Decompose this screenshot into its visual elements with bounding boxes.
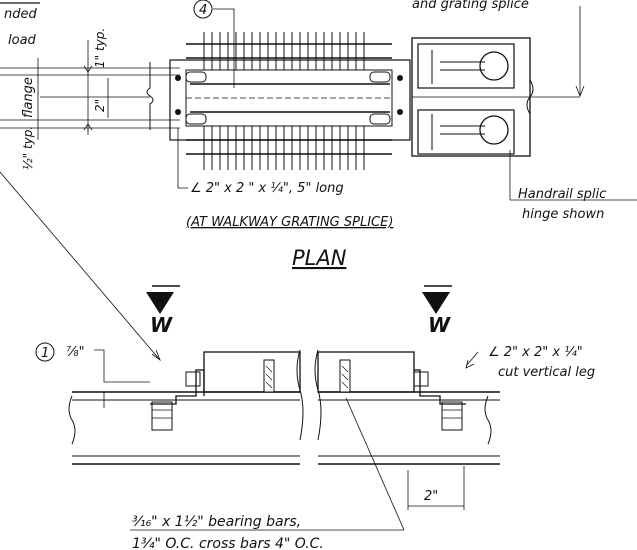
spacing-2in-label: 2" (93, 99, 107, 112)
plan-view: 4 (0, 0, 637, 362)
legend-text-top: nded (4, 7, 37, 22)
bearing-bars-note: ³⁄₁₆" x 1½" bearing bars, (132, 514, 301, 530)
hatch (265, 365, 273, 389)
section-mark-label-left: W (150, 313, 173, 337)
typ-spacing-label: 1" typ. (93, 28, 107, 68)
cross-bars-note: 1³⁄₄" O.C. cross bars 4" O.C. (132, 536, 324, 550)
bolt-head (369, 113, 391, 125)
leader-line (177, 128, 188, 189)
flange-label: flange (21, 77, 36, 118)
angle-clip-right (414, 369, 466, 405)
splice-bolts (175, 75, 403, 115)
grating-block-right (317, 351, 415, 393)
grating-splice-caption: (AT WALKWAY GRATING SPLICE) (186, 215, 393, 230)
callout-4-circle (193, 0, 213, 19)
leader-arrow (575, 85, 585, 98)
handrail-note-line2: hinge shown (522, 207, 604, 222)
hatch (341, 365, 349, 389)
grating-block-left (203, 351, 301, 393)
dimension-seven-eighths: ⅞" (66, 345, 85, 360)
handrail-note-line1: Handrail splic (518, 187, 606, 202)
leader-line (345, 397, 405, 531)
angle-elevation-note-line2: cut vertical leg (498, 365, 595, 380)
diagonal-leader (0, 171, 161, 361)
bolt-shank-left (151, 401, 173, 431)
dimension-arrow (83, 65, 93, 73)
callout-4-text: 4 (199, 3, 207, 18)
bolt-nut-left (185, 371, 201, 387)
cross-bar-right (339, 359, 351, 393)
angle-clip-left (150, 369, 205, 405)
break-line (484, 395, 492, 445)
leader-arrow (465, 359, 475, 369)
bolt-head (369, 71, 391, 83)
dimension-2in-bottom: 2" (424, 489, 438, 504)
callout-1-text: 1 (41, 346, 49, 361)
handrail-splice (411, 37, 580, 157)
top-right-note: and grating splice (412, 0, 529, 12)
section-mark-arrow-right (422, 292, 450, 314)
elevation-view: 1 (35, 285, 500, 531)
angle-plan-note: ∠ 2" x 2 " x ¼", 5" long (190, 181, 344, 196)
section-mark-label-right: W (428, 313, 451, 337)
bolt-nut-right (413, 371, 429, 387)
leader-line (213, 8, 235, 88)
typ-half-inch-label: ½" typ. (21, 126, 35, 170)
leader-arrow (151, 349, 161, 362)
cross-bar-left (263, 359, 275, 393)
bolt-head (185, 71, 207, 83)
bolt-head (185, 113, 207, 125)
break-line (146, 62, 154, 130)
cross-bars (186, 43, 392, 155)
section-mark-arrow-left (146, 292, 174, 314)
plan-title: PLAN (292, 246, 347, 270)
dimension-arrow (83, 123, 93, 131)
callout-1-circle (35, 342, 55, 362)
leader-line (465, 351, 479, 367)
dimension-leader (94, 349, 150, 383)
bolt-shank-right (441, 401, 463, 431)
legend-text-load: load (8, 33, 37, 48)
angle-elevation-note-line1: ∠ 2" x 2" x ¼" (488, 345, 583, 360)
break-line (68, 395, 76, 445)
